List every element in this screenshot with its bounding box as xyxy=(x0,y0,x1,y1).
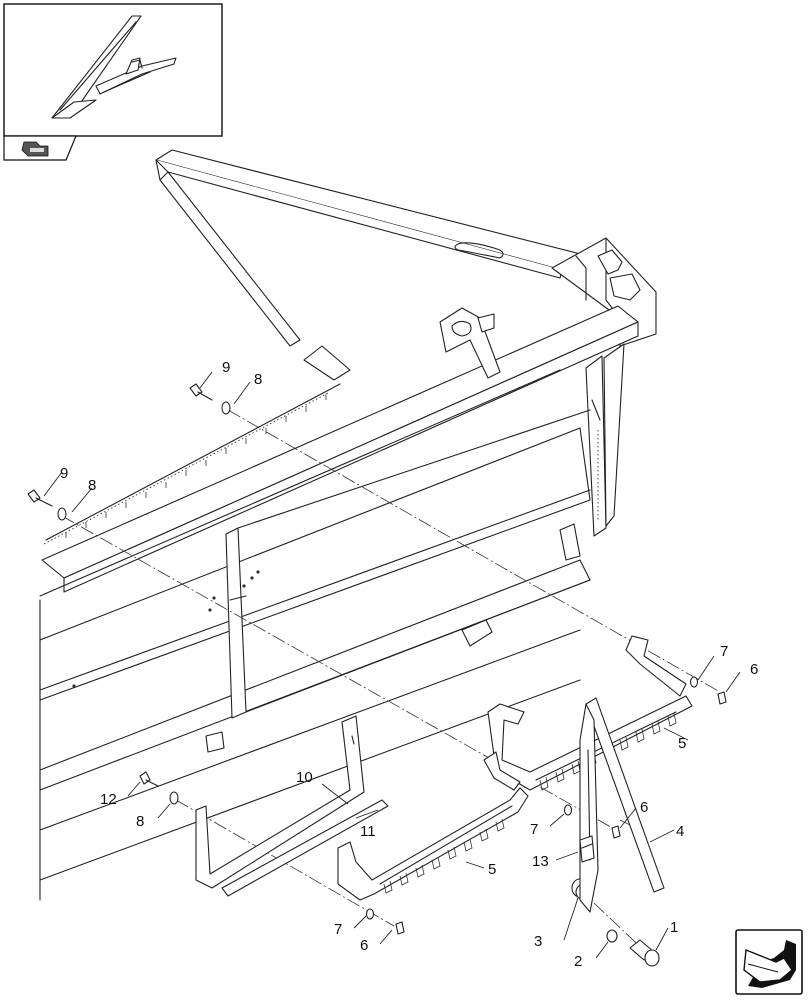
callout-9-lower: 9 xyxy=(60,465,68,482)
clamp-13 xyxy=(579,835,595,863)
callout-10: 10 xyxy=(296,769,313,786)
pin-1 xyxy=(629,939,660,967)
washer-8-bracket xyxy=(169,791,179,805)
nut-6-bottom xyxy=(395,921,405,935)
bolt-9-lower xyxy=(27,489,53,507)
callout-3: 3 xyxy=(534,933,542,950)
frame-assembly xyxy=(39,149,657,901)
nut-6-middle xyxy=(611,825,621,839)
bracket-10 xyxy=(195,715,365,889)
washer-7-bottom xyxy=(365,908,375,920)
washer-2 xyxy=(606,929,618,943)
callout-11: 11 xyxy=(360,823,376,840)
callout-5-lower: 5 xyxy=(488,861,496,878)
callout-2: 2 xyxy=(574,953,582,970)
callout-8-upper: 8 xyxy=(254,371,262,388)
callout-6-right: 6 xyxy=(750,661,758,678)
callout-7-bottom: 7 xyxy=(334,921,342,938)
nut-6-right xyxy=(717,691,727,705)
callout-12: 12 xyxy=(100,791,117,808)
washer-7-middle xyxy=(563,804,573,816)
comb-strip-5-lower xyxy=(337,751,529,901)
inset-divider-sketch xyxy=(51,15,177,119)
leader-lines xyxy=(43,371,741,959)
callout-1: 1 xyxy=(670,919,678,936)
callout-8-lower: 8 xyxy=(88,477,96,494)
callout-7-middle: 7 xyxy=(530,821,538,838)
strip-11 xyxy=(221,799,389,897)
callout-8-bracket: 8 xyxy=(136,813,144,830)
inset-thumbnail xyxy=(3,3,223,161)
callout-labels: 1 2 3 4 5 5 6 6 6 7 7 7 8 8 8 9 9 10 11 … xyxy=(60,359,758,970)
direction-arrow-icon xyxy=(735,929,803,995)
washer-7-right xyxy=(689,676,699,688)
callout-13: 13 xyxy=(532,853,549,870)
callout-4: 4 xyxy=(676,823,684,840)
callout-5-upper: 5 xyxy=(678,735,686,752)
front-view-arrow-icon xyxy=(21,141,49,157)
bolt-12 xyxy=(139,771,159,787)
washer-8-lower xyxy=(57,507,67,521)
callout-9-upper: 9 xyxy=(222,359,230,376)
callout-6-bottom: 6 xyxy=(360,937,368,954)
callout-7-right: 7 xyxy=(720,643,728,660)
washer-8-upper xyxy=(221,401,231,415)
callout-6-middle: 6 xyxy=(640,799,648,816)
bolt-9-upper xyxy=(189,383,213,401)
